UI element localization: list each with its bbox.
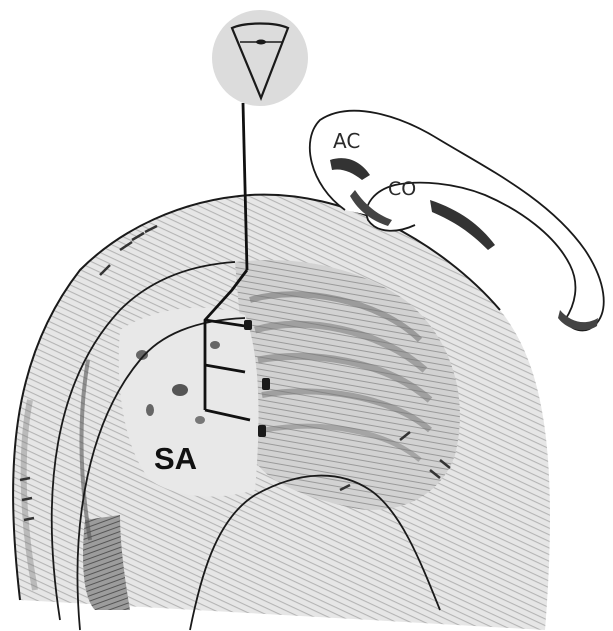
ultrasound-probe-icon: [212, 10, 308, 106]
label-sa: SA: [154, 441, 197, 476]
label-ac: AC: [333, 129, 360, 153]
label-co: CO: [388, 178, 416, 200]
